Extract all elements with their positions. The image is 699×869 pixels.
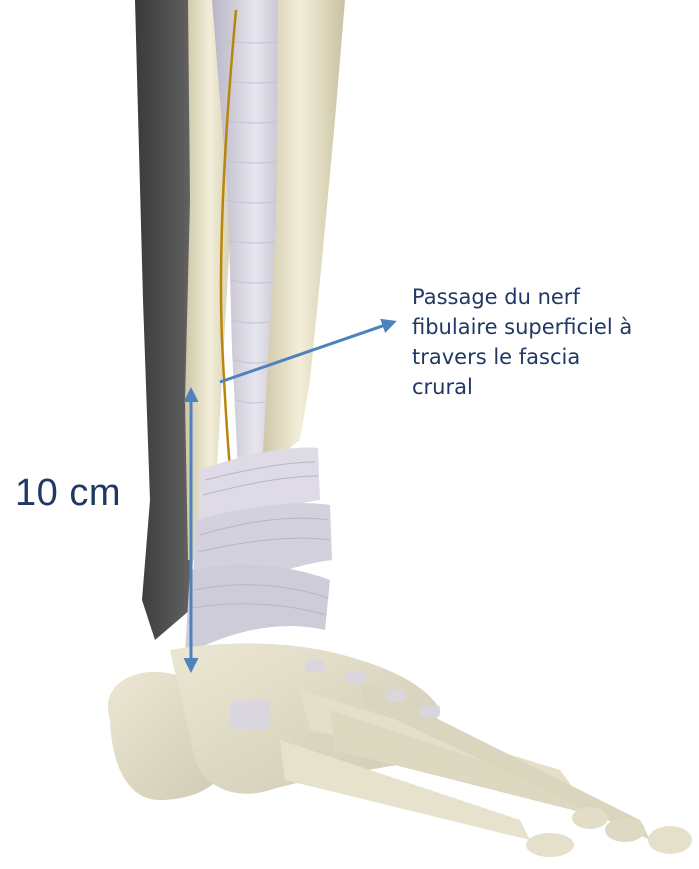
nerve-annotation: Passage du nerf fibulaire superficiel à … bbox=[412, 282, 692, 402]
ankle-retinaculum bbox=[185, 447, 332, 655]
annotation-line-3: travers le fascia bbox=[412, 342, 692, 372]
annotation-line-2: fibulaire superficiel à bbox=[412, 312, 692, 342]
distance-label: 10 cm bbox=[15, 472, 121, 515]
foot-skeleton bbox=[108, 643, 692, 857]
annotation-line-4: crural bbox=[412, 372, 692, 402]
annotation-line-1: Passage du nerf bbox=[412, 282, 692, 312]
